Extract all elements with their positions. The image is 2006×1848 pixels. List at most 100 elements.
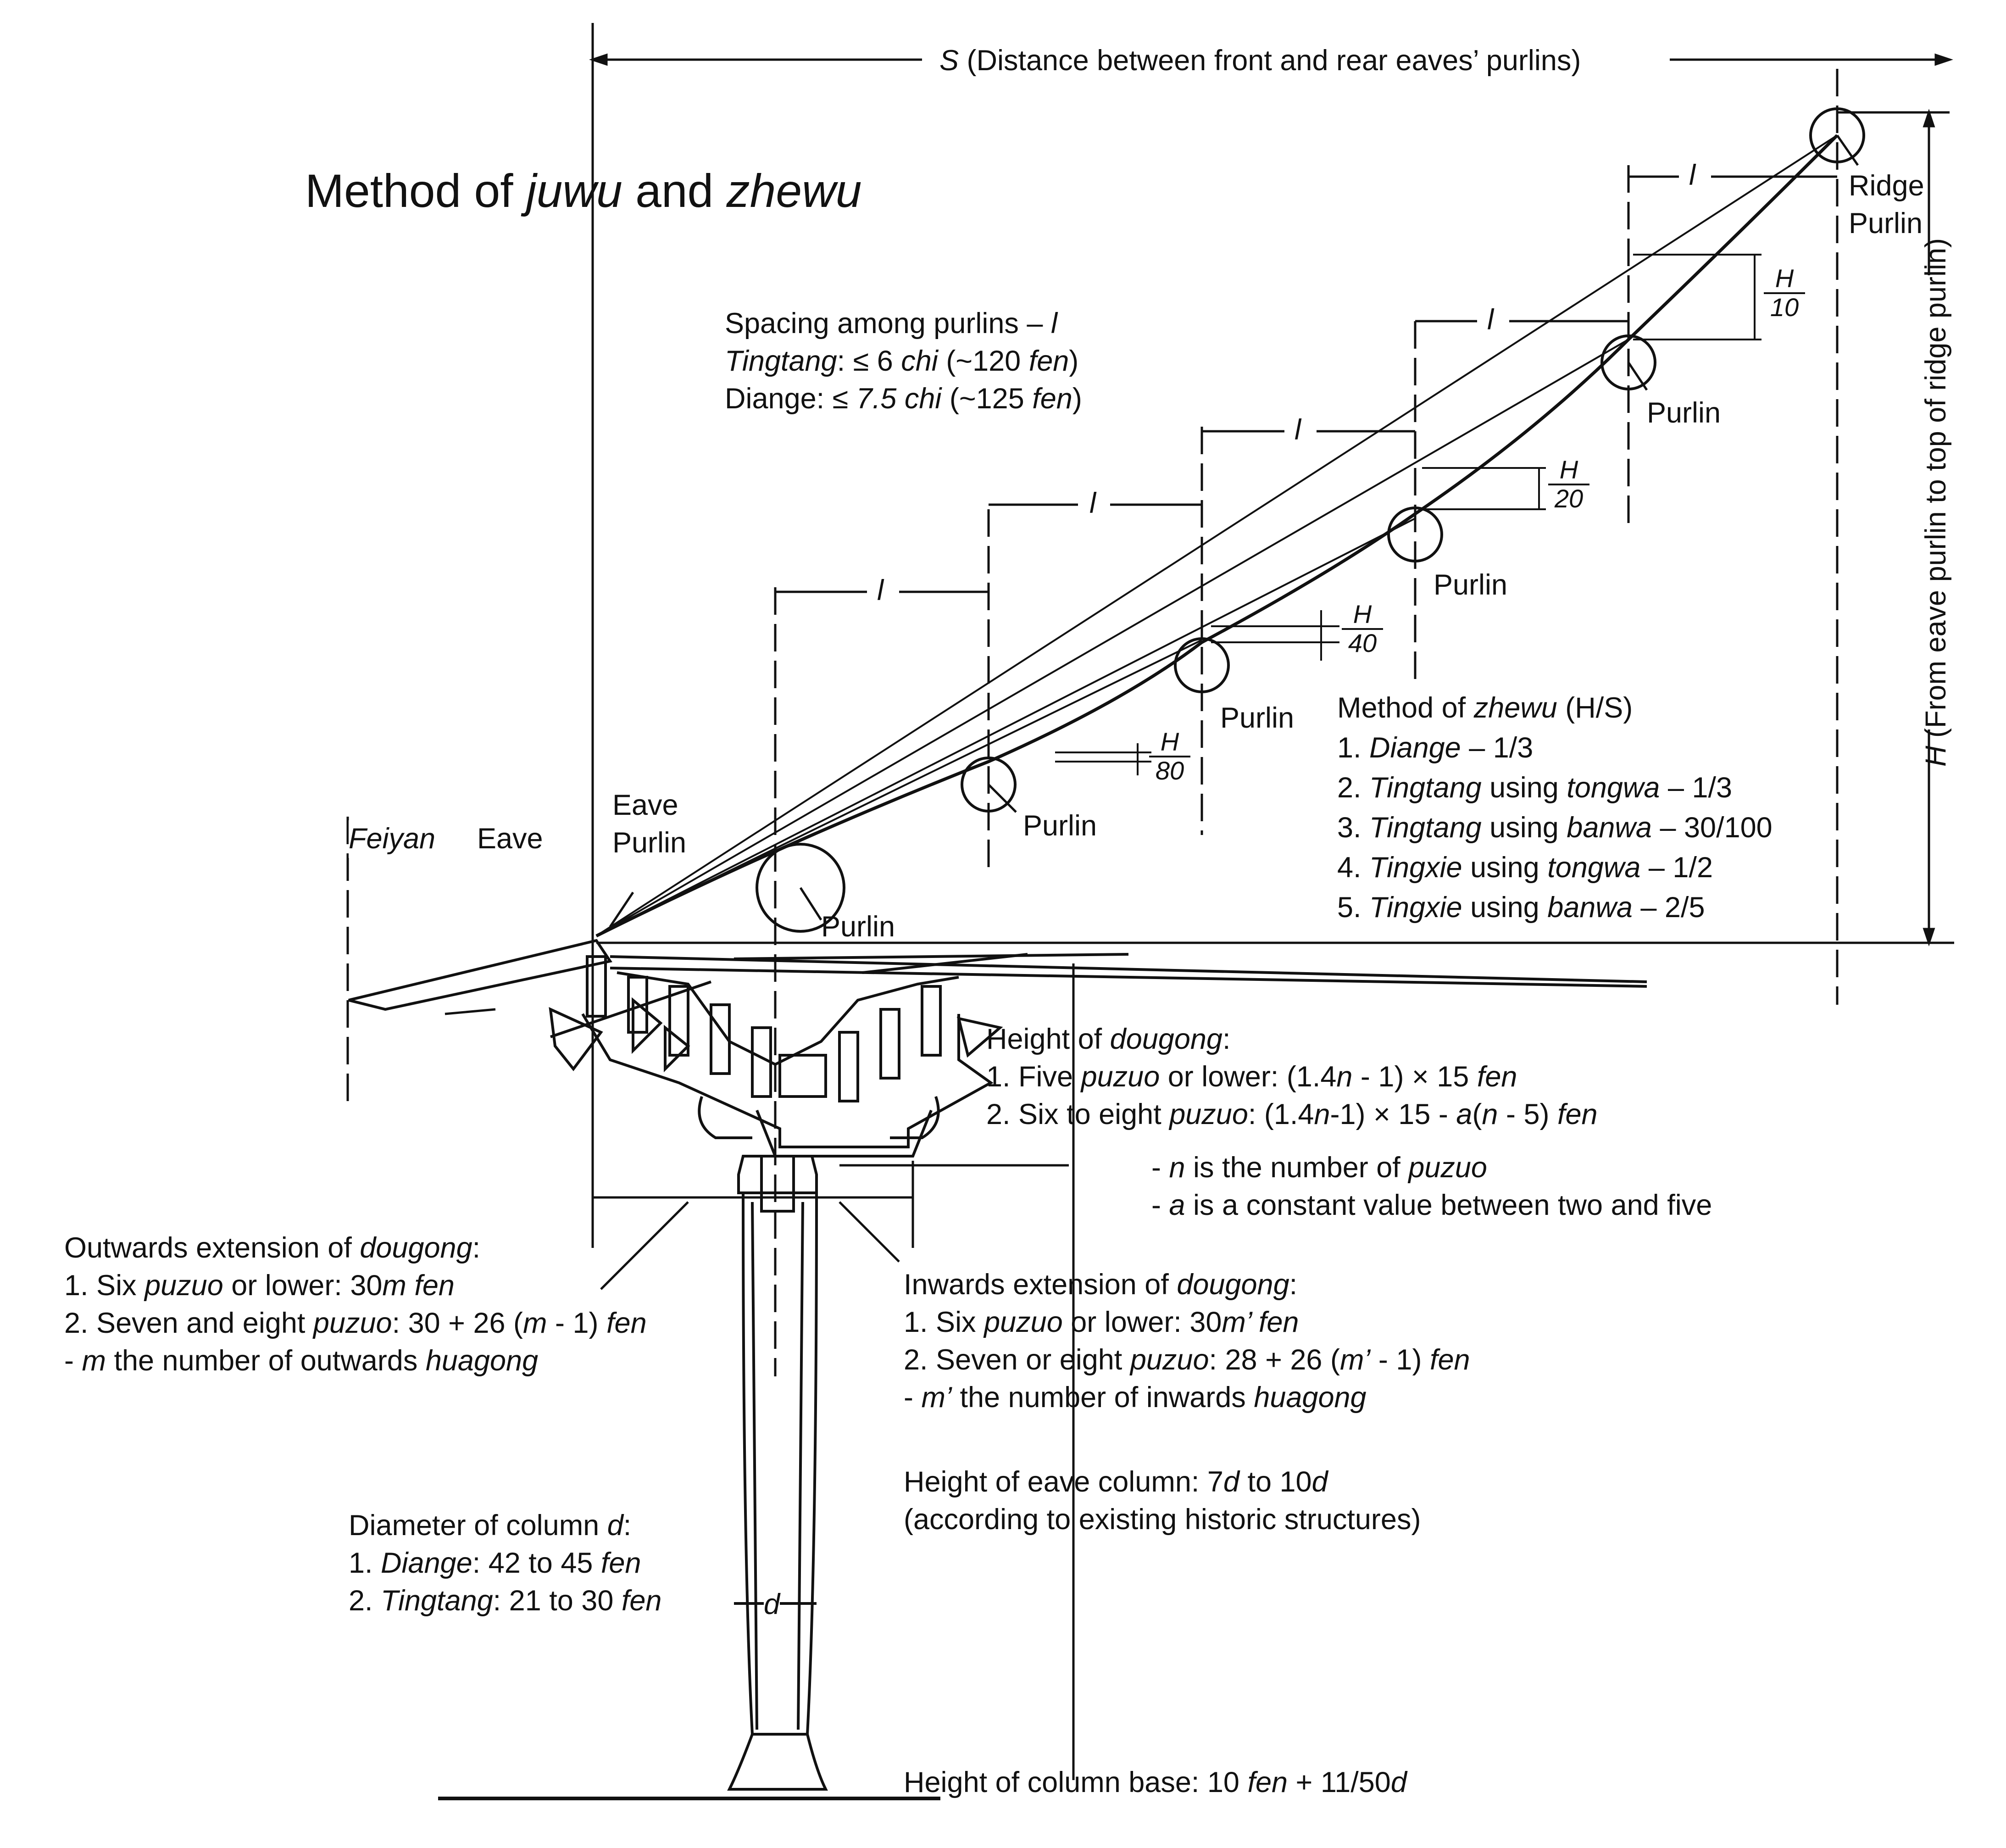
fraction-h10-den: 10: [1770, 292, 1799, 322]
zhewu-heading-term: zhewu: [1473, 692, 1557, 724]
column-diameter-note: Diameter of column d: 1. Diange: 42 to 4…: [349, 1507, 661, 1620]
spacing-note-paren: (~120: [938, 345, 1029, 377]
eave-column-height-line2: (according to existing historic structur…: [904, 1503, 1421, 1536]
t: : 42 to 45: [472, 1547, 601, 1579]
t: 1.: [349, 1547, 381, 1579]
t: is the number of: [1185, 1152, 1409, 1184]
t: : 28 + 26 (: [1209, 1343, 1340, 1376]
diange-value: 7.5 chi: [856, 382, 942, 415]
t: + 11/50: [1288, 1766, 1391, 1798]
span-dimension-line: [589, 53, 1953, 66]
item-mid: using: [1462, 891, 1548, 924]
title-middle: and: [622, 165, 727, 217]
height-symbol: H: [1920, 746, 1952, 767]
t: puzuo: [1081, 1060, 1160, 1093]
spacing-label-5: l: [1689, 157, 1695, 195]
t: m fen: [382, 1269, 455, 1302]
zhewu-method-list: Method of zhewu (H/S) 1. Diange – 1/3 2.…: [1337, 688, 1773, 928]
fraction-h40-num: H: [1342, 601, 1383, 630]
zhewu-heading-prefix: Method of: [1337, 692, 1474, 724]
heading-term: dougong: [1110, 1023, 1222, 1055]
dougong-height-variables: - n is the number of puzuo - a is a cons…: [1151, 1149, 1712, 1225]
t: 2. Seven or eight: [904, 1343, 1130, 1376]
t: - 1): [547, 1307, 607, 1339]
item-term2: tongwa: [1567, 771, 1660, 804]
spacing-label-2: l: [1089, 485, 1096, 523]
item-term: Tingxie: [1369, 851, 1462, 884]
t: -: [1151, 1152, 1169, 1184]
spacing-dimension-lines: [775, 175, 1837, 593]
inwards-line1: 1. Six puzuo or lower: 30m’ fen: [904, 1304, 1470, 1341]
purlin-label-1: Purlin: [821, 911, 895, 943]
spacing-symbol: l: [1295, 414, 1301, 446]
t: fen: [1557, 1098, 1598, 1130]
eave-purlin-label-line1: Eave: [612, 789, 678, 821]
t: n: [1482, 1098, 1498, 1130]
spacing-note: Spacing among purlins – l Tingtang: ≤ 6 …: [725, 305, 1082, 418]
spacing-symbol: l: [877, 574, 884, 607]
t: Tingtang: [381, 1584, 493, 1617]
eave-column-height-line1: Height of eave column: 7d to 10d: [904, 1464, 1421, 1501]
t: :: [623, 1509, 632, 1542]
t: 2. Six to eight: [986, 1098, 1170, 1130]
t: :: [1289, 1269, 1298, 1301]
fen-unit: fen: [1032, 382, 1072, 415]
t: :: [472, 1232, 481, 1264]
column-d-symbol: d: [764, 1588, 780, 1620]
t: to 10: [1239, 1466, 1312, 1498]
ridge-purlin-label: Ridge Purlin: [1849, 167, 1924, 243]
dougong-height-line2: 2. Six to eight puzuo: (1.4n-1) × 15 - a…: [986, 1096, 1598, 1134]
t: 1. Six: [904, 1306, 984, 1338]
t: Diameter of column: [349, 1509, 607, 1542]
purlin-circle-2: [961, 757, 1017, 813]
t: a: [1456, 1098, 1473, 1130]
spacing-label-3: l: [1295, 412, 1301, 449]
t: puzuo: [1169, 1098, 1248, 1130]
heading-prefix: Height of: [986, 1023, 1110, 1055]
zhewu-item-3: 3. Tingtang using banwa – 30/100: [1337, 808, 1773, 848]
inwards-heading: Inwards extension of dougong:: [904, 1266, 1470, 1304]
variable-a-note: - a is a constant value between two and …: [1151, 1187, 1712, 1225]
column-diameter-line2: 2. Tingtang: 21 to 30 fen: [349, 1582, 661, 1620]
item-ratio: – 1/3: [1660, 771, 1733, 804]
fraction-h10-num: H: [1764, 265, 1805, 294]
t: d: [1223, 1466, 1239, 1498]
item-term: Diange: [1369, 731, 1461, 764]
t: m: [82, 1344, 106, 1377]
outwards-line2: 2. Seven and eight puzuo: 30 + 26 (m - 1…: [64, 1305, 647, 1342]
zhewu-item-1: 1. Diange – 1/3: [1337, 728, 1773, 768]
span-symbol: S: [939, 45, 959, 77]
t: Height of eave column: 7: [904, 1466, 1223, 1498]
t: (: [1472, 1098, 1482, 1130]
spacing-note-close: ): [1069, 345, 1079, 377]
item-num: 2.: [1337, 771, 1370, 804]
ridge-purlin-label-line1: Ridge: [1849, 170, 1924, 202]
dougong-bracket-set: [549, 953, 1028, 1158]
dougong-height-heading: Height of dougong:: [986, 1021, 1598, 1058]
outwards-heading: Outwards extension of dougong:: [64, 1230, 647, 1267]
t: d: [1390, 1766, 1407, 1798]
t: fen: [1247, 1766, 1288, 1798]
t: fen: [1477, 1060, 1517, 1093]
t: 1. Five: [986, 1060, 1081, 1093]
spacing-note-mid: : ≤ 6: [837, 345, 901, 377]
spacing-note-line3: Diange: ≤ 7.5 chi (~125 fen): [725, 380, 1082, 418]
t: huagong: [425, 1344, 539, 1377]
item-num: 3.: [1337, 811, 1370, 844]
item-term2: tongwa: [1547, 851, 1641, 884]
diange-term: Diange: ≤: [725, 382, 856, 415]
purlin-circle-4: [1387, 507, 1443, 562]
title-term-juwu: juwu: [526, 165, 622, 217]
diagram-title: Method of juwu and zhewu: [305, 164, 861, 218]
zhewu-heading: Method of zhewu (H/S): [1337, 688, 1773, 728]
eave-column-height-note: Height of eave column: 7d to 10d (accord…: [904, 1464, 1421, 1539]
t: d: [1311, 1466, 1328, 1498]
eave-rafter: [348, 939, 612, 1011]
eave-purlin-label: Eave Purlin: [612, 787, 686, 862]
zhewu-heading-suffix: (H/S): [1557, 692, 1633, 724]
spacing-note-line1: Spacing among purlins – l: [725, 305, 1082, 343]
